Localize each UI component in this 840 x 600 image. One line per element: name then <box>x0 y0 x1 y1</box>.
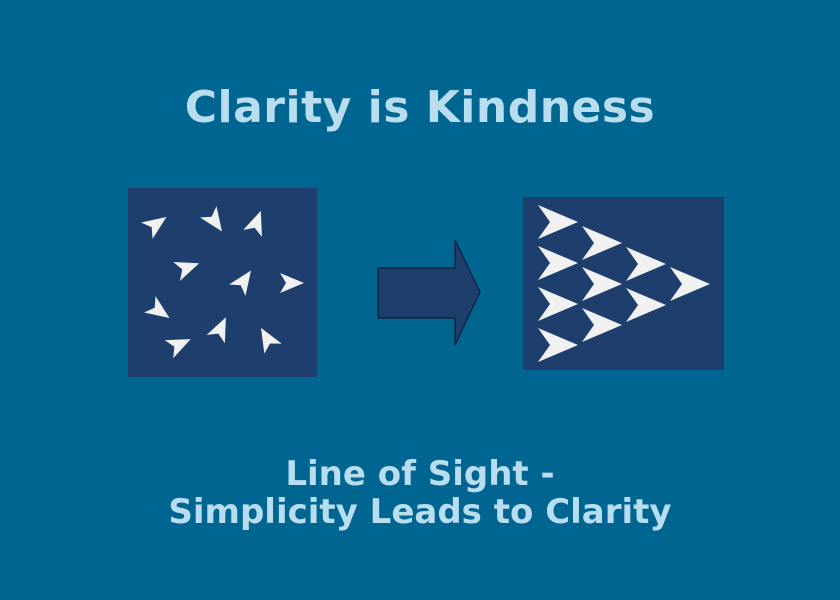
aligned-arrow-c2-1 <box>582 226 622 260</box>
aligned-arrow-c3-2 <box>626 288 666 322</box>
scattered-arrow-2 <box>200 206 223 232</box>
subtitle-line-2: Simplicity Leads to Clarity <box>168 492 672 532</box>
scattered-arrow-3 <box>243 210 262 237</box>
scattered-arrow-8 <box>206 317 226 344</box>
scattered-arrows-icon <box>141 206 304 359</box>
slide-subtitle: Line of Sight - Simplicity Leads to Clar… <box>0 455 840 531</box>
aligned-arrows-icon <box>538 205 710 362</box>
aligned-arrow-c4-1 <box>670 267 710 301</box>
scattered-arrow-4 <box>173 262 200 281</box>
scattered-arrow-9 <box>261 327 282 354</box>
scattered-arrow-10 <box>164 339 191 359</box>
scattered-arrow-6 <box>280 273 304 293</box>
aligned-arrow-c1-4 <box>538 328 578 362</box>
aligned-arrow-c2-2 <box>582 267 622 301</box>
aligned-arrow-c1-3 <box>538 287 578 321</box>
subtitle-line-1: Line of Sight - <box>285 454 555 494</box>
aligned-arrow-c1-1 <box>538 205 578 239</box>
slide-title: Clarity is Kindness <box>184 82 656 133</box>
scattered-arrow-7 <box>144 296 170 319</box>
scattered-arrow-1 <box>141 216 167 239</box>
aligned-arrow-c3-1 <box>626 247 666 281</box>
aligned-arrow-c2-3 <box>582 308 622 342</box>
scattered-panel <box>128 188 317 377</box>
scattered-arrow-5 <box>229 270 252 296</box>
aligned-arrow-c1-2 <box>538 246 578 280</box>
right-arrow-icon <box>377 239 481 346</box>
aligned-panel <box>523 197 724 370</box>
